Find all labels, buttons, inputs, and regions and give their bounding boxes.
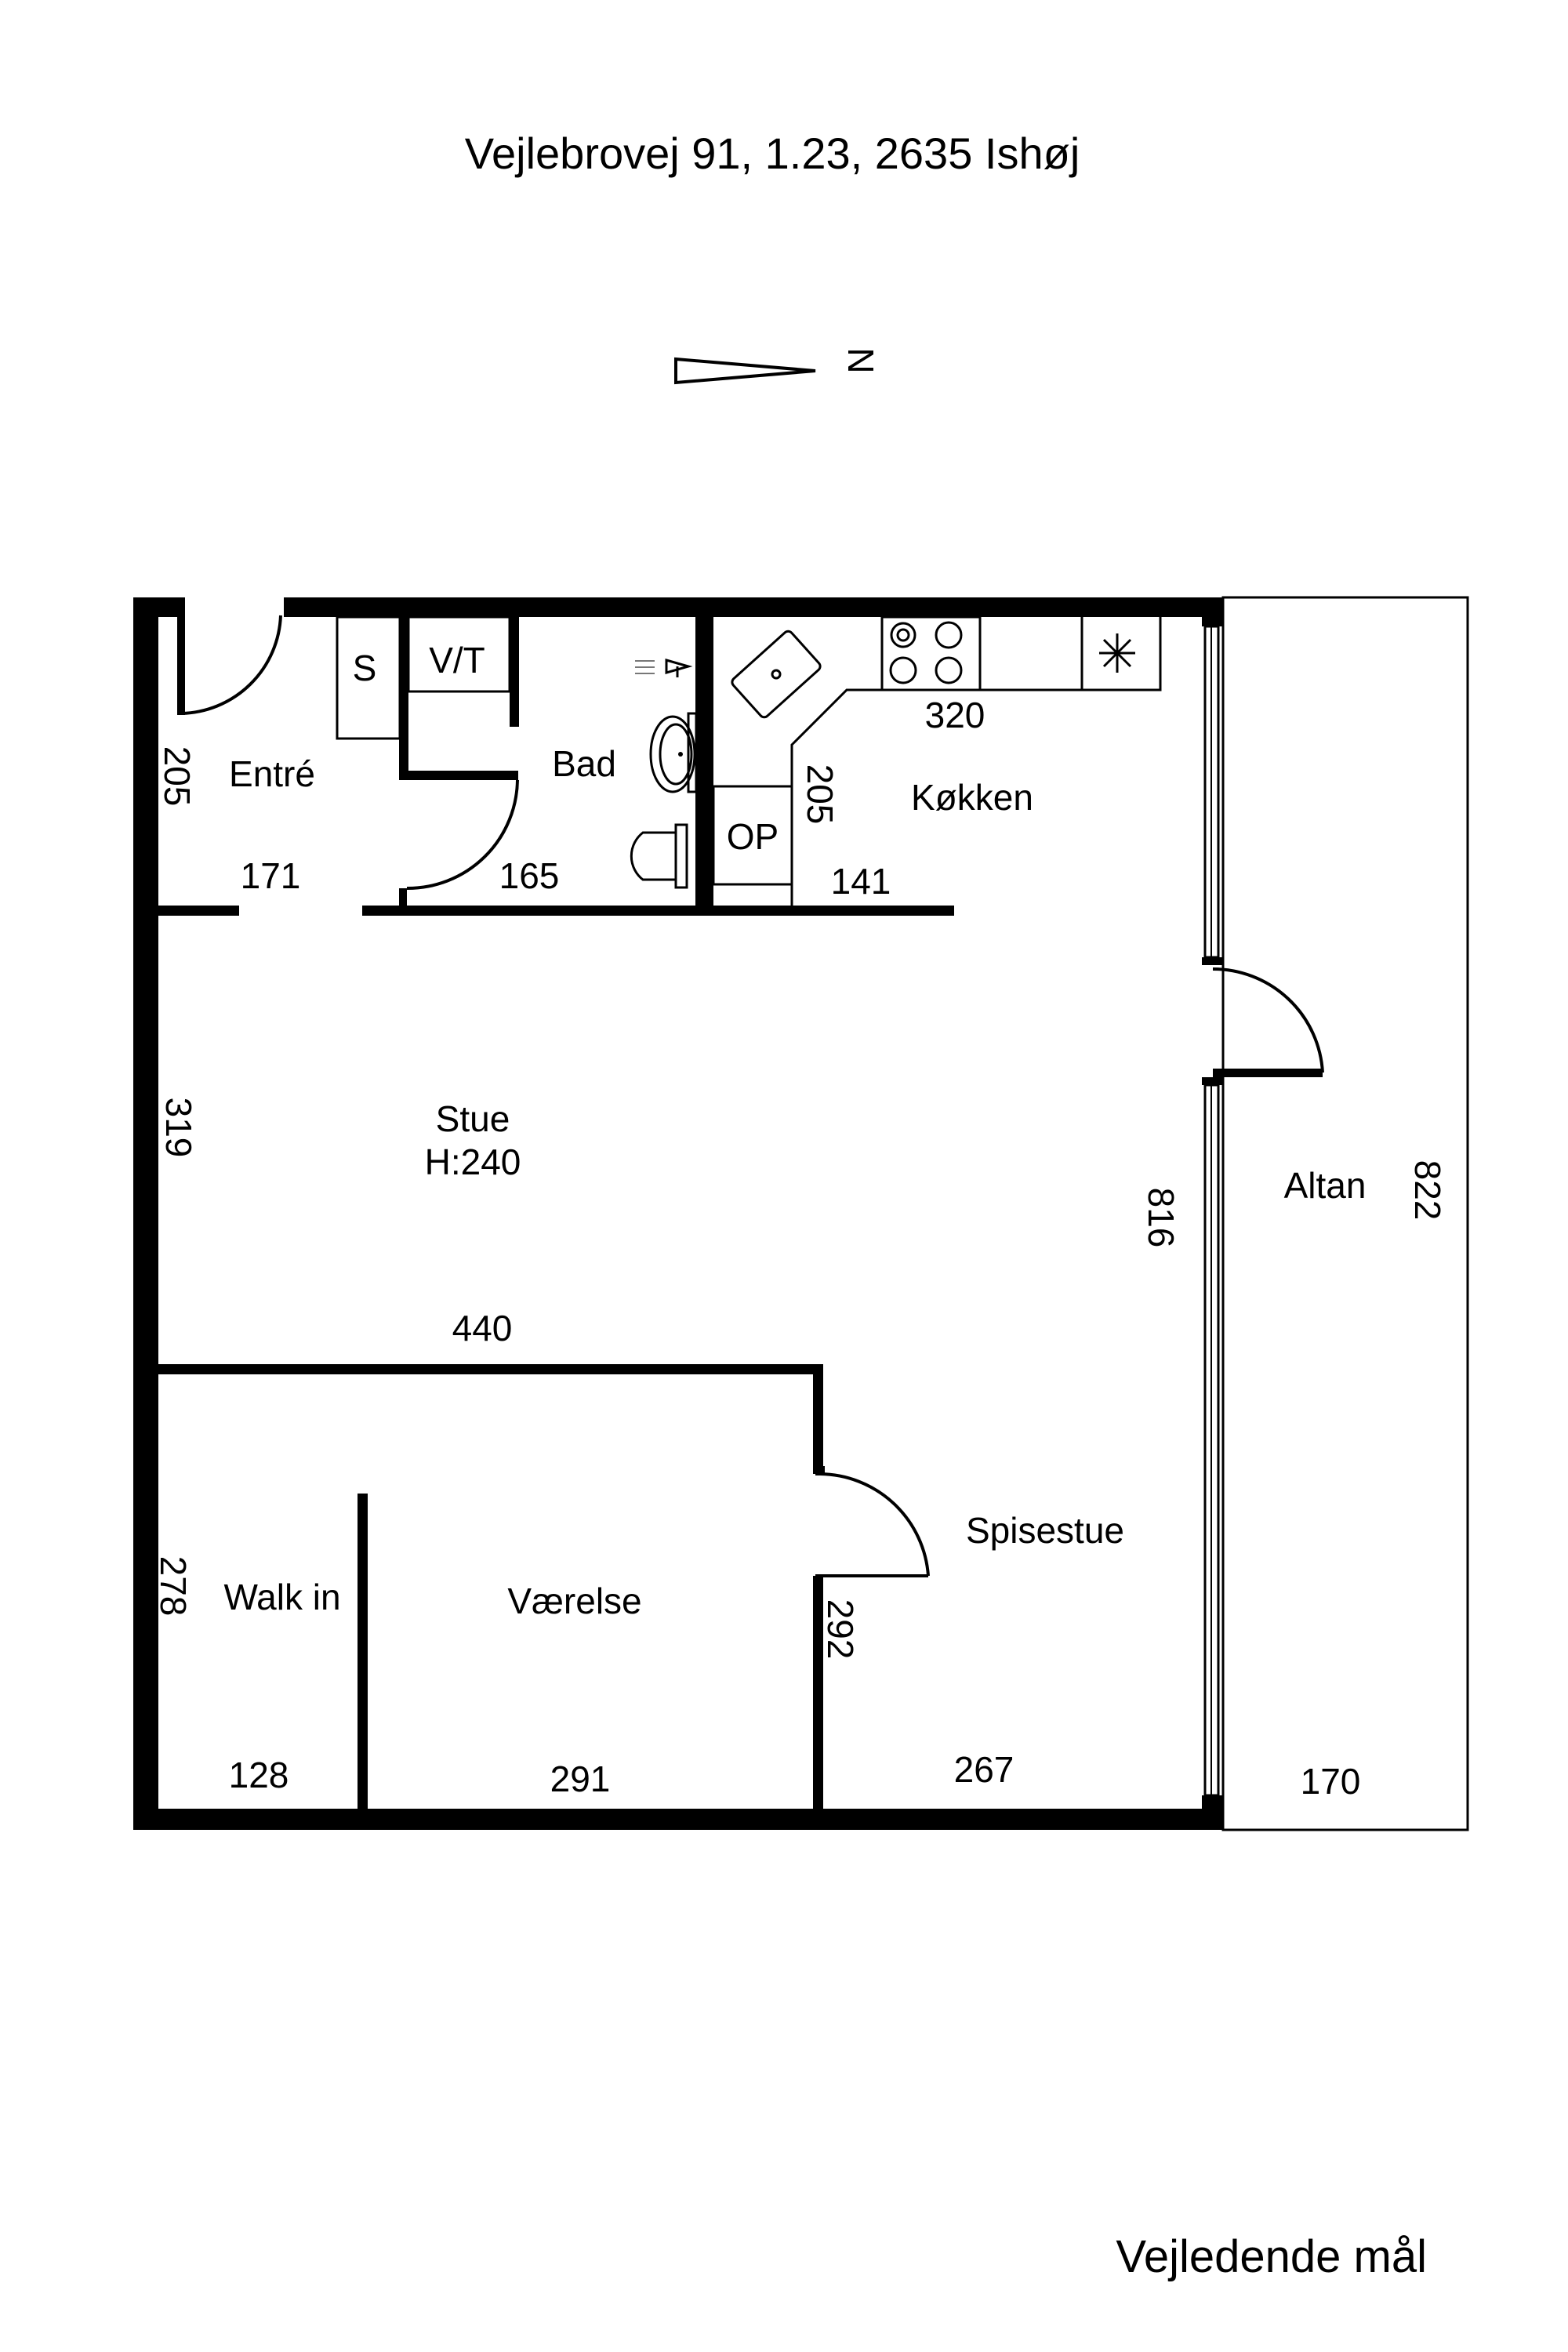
dim-bad-width: 165 — [499, 855, 560, 896]
dim-altan-width: 170 — [1301, 1761, 1361, 1802]
dim-vaerelse-width: 291 — [550, 1759, 611, 1799]
dim-stue-height: 319 — [158, 1098, 199, 1158]
kitchen-counter — [790, 617, 1162, 909]
op-label: OP — [727, 816, 779, 857]
dim-walkin-height: 278 — [153, 1556, 194, 1617]
room-label-stue: Stue — [436, 1098, 510, 1139]
north-label: N — [840, 347, 881, 373]
dim-apartment-depth: 816 — [1141, 1188, 1181, 1248]
shower-icon — [635, 659, 693, 677]
storage-label: S — [353, 648, 377, 688]
room-label-kokken: Køkken — [911, 777, 1033, 818]
interior-walls — [157, 615, 954, 1811]
dim-stue-width: 440 — [452, 1308, 513, 1348]
room-label-spisestue: Spisestue — [966, 1510, 1124, 1551]
balcony-outline — [1221, 596, 1469, 1831]
entrance-door — [177, 597, 282, 715]
dim-kitchen-height: 205 — [800, 764, 840, 825]
room-label-bad: Bad — [552, 743, 616, 784]
room-label-altan: Altan — [1284, 1165, 1367, 1206]
room-label-entre: Entré — [229, 753, 315, 794]
sink-icon — [649, 712, 698, 793]
dim-walkin-width: 128 — [229, 1755, 289, 1795]
window-lower — [1203, 1083, 1220, 1797]
footer-note: Vejledende mål — [1116, 2231, 1427, 2282]
toilet-icon — [630, 823, 688, 889]
room-label-stue-height: H:240 — [425, 1142, 521, 1182]
dim-entre-height: 205 — [157, 746, 198, 807]
washer-dryer-label: V/T — [429, 640, 485, 681]
bathroom-door — [406, 779, 519, 891]
outer-walls — [133, 597, 1223, 1830]
plan-title: Vejlebrovej 91, 1.23, 2635 Ishøj — [465, 129, 1080, 178]
stove-icon — [880, 615, 982, 691]
dim-spisestue-width: 267 — [954, 1749, 1014, 1790]
freezer-icon — [1099, 633, 1135, 673]
bedroom-door — [815, 1466, 930, 1577]
dim-entre-width: 171 — [241, 855, 301, 896]
dim-vaerelse-height: 292 — [820, 1599, 861, 1660]
washer-dryer-box — [407, 615, 511, 693]
dim-kitchen-width: 141 — [831, 861, 891, 902]
north-arrow-icon — [674, 357, 816, 385]
window-upper — [1203, 625, 1220, 959]
room-label-walkin: Walk in — [223, 1577, 340, 1617]
dim-altan-depth: 822 — [1407, 1160, 1448, 1221]
dim-kitchen-counter: 320 — [925, 695, 985, 735]
balcony-door — [1212, 967, 1324, 1077]
room-label-vaerelse: Værelse — [507, 1581, 641, 1621]
kitchen-sink-icon — [731, 630, 822, 719]
